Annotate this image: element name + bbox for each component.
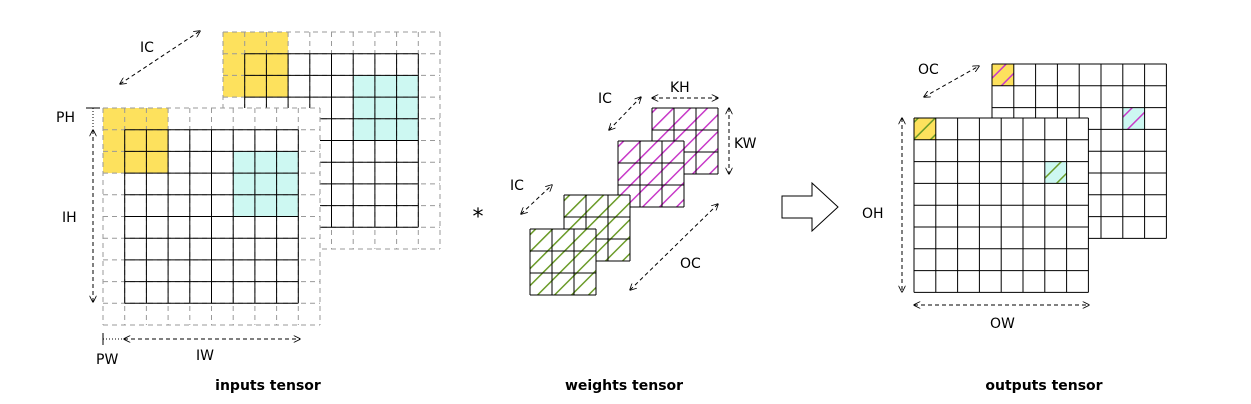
weights-oc-arrow (630, 204, 718, 290)
weights-ic-top-arrow (609, 97, 641, 130)
outputs-front-cell-hatch (1044, 161, 1067, 184)
weights-oc-label: OC (680, 256, 701, 272)
weights-tensor: IC KH KW IC OC weights tensor (510, 80, 757, 394)
inputs-back-window-highlight (353, 75, 419, 141)
weights-ic-bottom-arrow (521, 185, 552, 214)
weights-back-kernels (617, 107, 719, 208)
outputs-back-cell-hatch (1122, 107, 1145, 130)
outputs-oc-label: OC (918, 62, 939, 78)
outputs-oh-label: OH (862, 206, 884, 222)
weights-kh-label: KH (670, 80, 690, 96)
outputs-front-slice (913, 117, 1089, 293)
outputs-oc-arrow (924, 66, 979, 97)
weights-ic-bottom-label: IC (510, 178, 524, 194)
outputs-front-cell-hatch (914, 118, 936, 140)
inputs-ic-label: IC (140, 40, 154, 56)
inputs-front-slice (102, 107, 321, 326)
outputs-ow-label: OW (990, 316, 1015, 332)
weights-caption: weights tensor (565, 378, 683, 394)
outputs-tensor: OC OH OW outputs tensor (862, 62, 1167, 394)
right-arrow-icon (781, 181, 839, 233)
inputs-back-padding-highlight (223, 32, 289, 98)
inputs-front-window-highlight (233, 151, 299, 217)
convolution-operator: * (473, 205, 484, 230)
inputs-front-padding-highlight (103, 108, 169, 174)
weights-kw-label: KW (734, 136, 757, 152)
inputs-tensor: IC PH IH PW IW inputs tensor (56, 31, 441, 394)
outputs-caption: outputs tensor (985, 378, 1102, 394)
weights-ic-top-label: IC (598, 91, 612, 107)
inputs-ph-label: PH (56, 110, 75, 126)
inputs-ic-arrow (120, 31, 200, 84)
outputs-back-cell-hatch (992, 64, 1014, 86)
inputs-caption: inputs tensor (215, 378, 321, 394)
inputs-iw-label: IW (196, 348, 214, 364)
weights-front-kernels (529, 194, 631, 296)
inputs-ih-label: IH (62, 210, 77, 226)
weights-kernel-green-front-hatch (530, 229, 596, 295)
inputs-pw-label: PW (96, 352, 118, 368)
